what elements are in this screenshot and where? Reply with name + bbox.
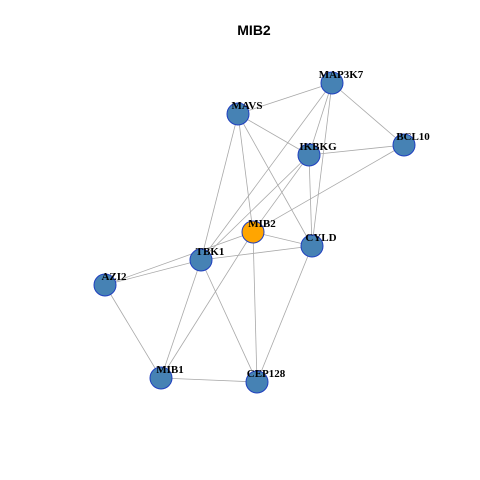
edge-map3k7-cyld	[311, 82, 333, 247]
node-label: AZI2	[101, 271, 127, 283]
node-label: CYLD	[305, 232, 336, 244]
node-circle	[189, 248, 213, 272]
edge-tbk1-mib1	[160, 259, 202, 379]
edge-map3k7-ikbkg	[308, 82, 333, 156]
node-mavs: MAVS	[226, 100, 263, 126]
edge-ikbkg-mib2	[252, 154, 310, 233]
edge-bcl10-mib2	[252, 144, 405, 233]
node-azi2: AZI2	[93, 271, 127, 297]
node-label: TBK1	[196, 246, 225, 258]
node-circle	[320, 71, 344, 95]
node-label: MAP3K7	[319, 69, 364, 81]
edge-mavs-mib2	[237, 113, 254, 233]
edge-mavs-ikbkg	[237, 113, 310, 156]
node-cep128: CEP128	[245, 368, 286, 394]
node-circle	[245, 370, 269, 394]
node-circle	[226, 102, 250, 126]
edge-layer	[104, 82, 405, 383]
node-mib1: MIB1	[149, 364, 184, 390]
node-map3k7: MAP3K7	[319, 69, 364, 95]
node-label: CEP128	[247, 368, 286, 380]
node-label: MIB2	[248, 218, 276, 230]
node-label: BCL10	[396, 131, 430, 143]
node-tbk1: TBK1	[189, 246, 225, 272]
edge-tbk1-cep128	[200, 259, 258, 383]
node-circle	[392, 133, 416, 157]
node-label: MIB1	[156, 364, 184, 376]
node-circle	[241, 220, 265, 244]
edge-map3k7-mavs	[237, 82, 333, 115]
node-mib2: MIB2	[241, 218, 276, 244]
node-circle	[297, 143, 321, 167]
edge-azi2-mib1	[104, 284, 162, 379]
node-circle	[149, 366, 173, 390]
edge-mib2-azi2	[104, 231, 254, 286]
node-label: MAVS	[232, 100, 263, 112]
chart-title: MIB2	[237, 22, 271, 38]
node-circle	[300, 234, 324, 258]
node-bcl10: BCL10	[392, 131, 430, 157]
node-label: IKBKG	[299, 141, 337, 153]
edge-mavs-cyld	[237, 113, 313, 247]
edge-mib1-cep128	[160, 377, 258, 383]
node-ikbkg: IKBKG	[297, 141, 337, 167]
edge-map3k7-bcl10	[331, 82, 405, 146]
edge-cyld-tbk1	[200, 245, 313, 261]
edge-map3k7-tbk1	[200, 82, 333, 261]
edge-mavs-tbk1	[200, 113, 239, 261]
edge-mib2-mib1	[160, 231, 254, 379]
edge-ikbkg-bcl10	[308, 144, 405, 156]
edge-tbk1-azi2	[104, 259, 202, 286]
edge-cyld-cep128	[256, 245, 313, 383]
node-cyld: CYLD	[300, 232, 337, 258]
node-circle	[93, 273, 117, 297]
edge-ikbkg-cyld	[308, 154, 313, 247]
edge-mib2-cep128	[252, 231, 258, 383]
edge-ikbkg-tbk1	[200, 154, 310, 261]
